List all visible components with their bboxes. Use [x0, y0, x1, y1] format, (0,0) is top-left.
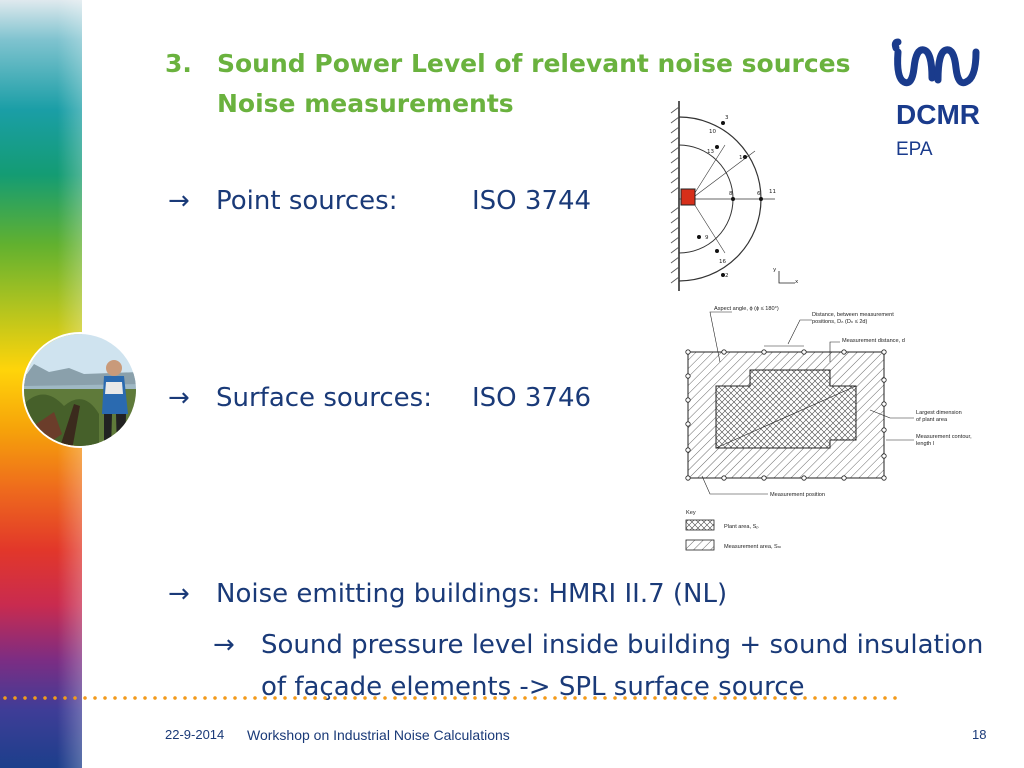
- arrow-icon: →: [168, 383, 190, 413]
- iso3746-diagram: Aspect angle, ϕ (ϕ ≤ 180°) Distance, bet…: [680, 300, 980, 562]
- fig1-label-2: 2: [725, 273, 729, 279]
- bullet-point-sources: → Point sources: ISO 3744: [168, 183, 591, 219]
- fig1-label-14: 14: [739, 155, 746, 161]
- bullet-value: ISO 3744: [472, 186, 592, 216]
- title-line1: Sound Power Level of relevant noise sour…: [217, 49, 851, 78]
- bullet-value: ISO 3746: [472, 383, 592, 413]
- fig1-label-3: 3: [725, 115, 729, 121]
- circular-photo: [22, 332, 138, 448]
- sub-bullet-text: Sound pressure level inside building + s…: [261, 630, 984, 702]
- arrow-icon: →: [168, 186, 190, 216]
- footer-event: Workshop on Industrial Noise Calculation…: [247, 727, 510, 743]
- fig1-label-11: 11: [769, 189, 776, 195]
- epa-label: EPA: [896, 139, 933, 160]
- label-distance1: Distance, between measurement: [812, 312, 894, 318]
- title-number: 3.: [165, 49, 192, 78]
- bullet-label: Point sources:: [216, 186, 398, 216]
- label-aspect: Aspect angle, ϕ (ϕ ≤ 180°): [714, 306, 779, 312]
- fig1-label-6: 6: [757, 191, 761, 197]
- label-key: Key: [686, 510, 696, 516]
- fig1-label-9: 9: [705, 235, 709, 241]
- label-distance2: positions, Dₙ (Dₙ ≤ 2d): [812, 319, 868, 325]
- arrow-icon: →: [213, 630, 235, 660]
- dotted-divider: [0, 696, 900, 700]
- arrow-icon: →: [168, 579, 190, 609]
- iso3744-diagram: 3 10 13 9 8 6 11 16 2 14 y x: [665, 97, 805, 295]
- label-largest1: Largest dimension: [916, 410, 962, 416]
- label-meas-area: Measurement area, Sₘ: [724, 544, 782, 550]
- page-number: 18: [972, 727, 987, 742]
- logo-text: DCMR: [896, 99, 980, 130]
- fig1-label-13: 13: [707, 149, 714, 155]
- fig1-label-8: 8: [729, 191, 733, 197]
- fig1-axis-x: x: [795, 279, 799, 285]
- label-largest2: of plant area: [916, 417, 948, 423]
- label-plant: Plant area, Sₚ: [724, 524, 759, 530]
- bullet-label: Noise emitting buildings: HMRI II.7 (NL): [216, 579, 728, 609]
- label-meas-pos: Measurement position: [770, 492, 825, 498]
- bullet-noise-buildings: → Noise emitting buildings: HMRI II.7 (N…: [168, 576, 728, 612]
- label-contour2: length l: [916, 441, 934, 447]
- bullet-label: Surface sources:: [216, 383, 432, 413]
- fig1-axis-y: y: [773, 267, 777, 273]
- title-line2: Noise measurements: [217, 89, 514, 118]
- slide-title: 3. Sound Power Level of relevant noise so…: [165, 44, 850, 124]
- fig1-label-16: 16: [719, 259, 726, 265]
- footer-date: 22-9-2014: [165, 727, 225, 742]
- dcmr-logo: DCMR: [890, 38, 986, 130]
- bullet-surface-sources: → Surface sources: ISO 3746: [168, 380, 591, 416]
- label-contour1: Measurement contour,: [916, 434, 972, 440]
- label-meas-dist: Measurement distance, d: [842, 338, 905, 344]
- fig1-label-10: 10: [709, 129, 716, 135]
